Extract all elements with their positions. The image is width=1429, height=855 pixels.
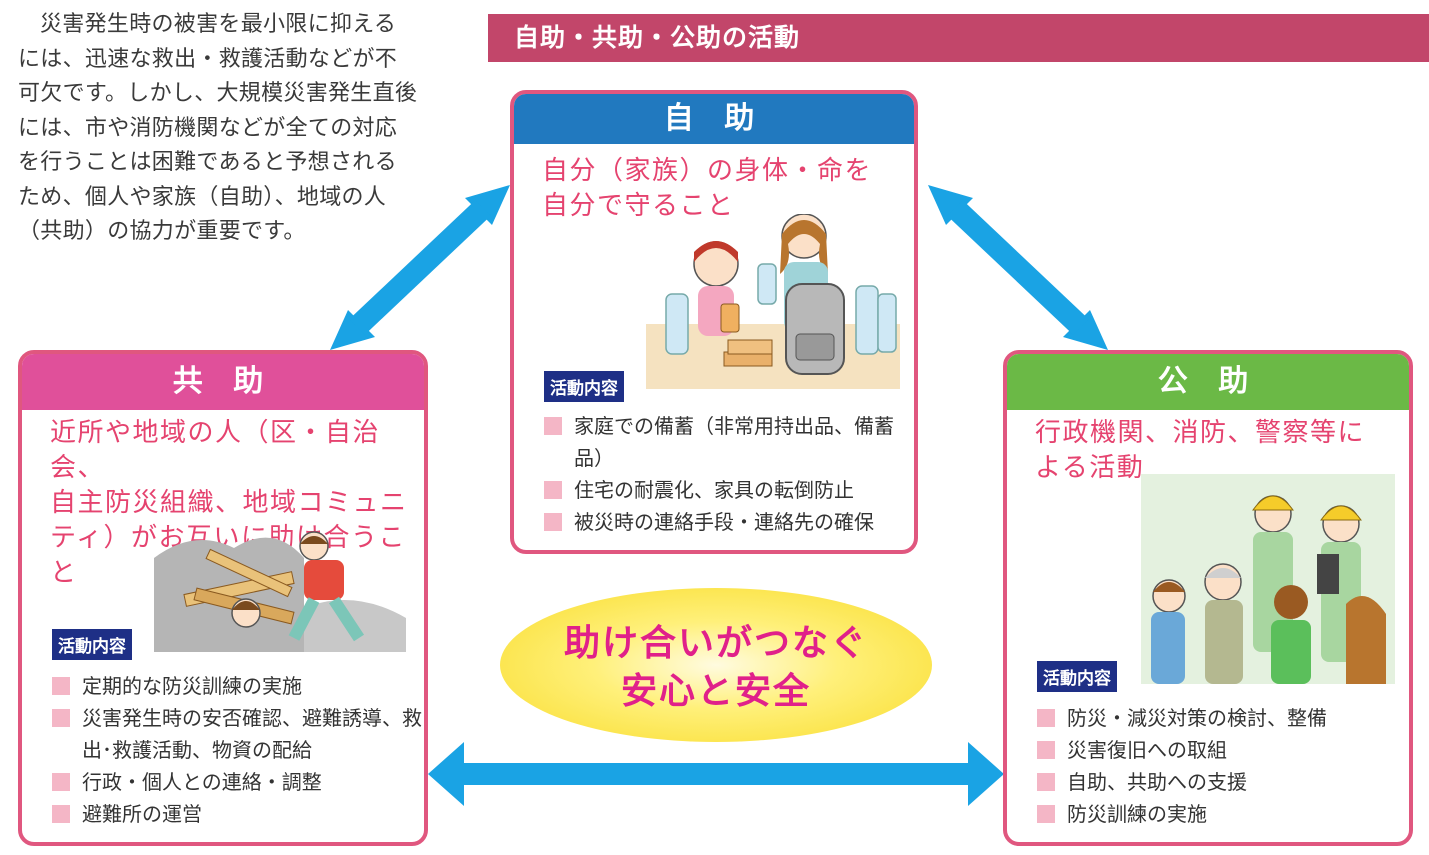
list-item-text: 避難所の運営 — [82, 802, 202, 826]
list-item-text: 住宅の耐震化、家具の転倒防止 — [574, 478, 854, 502]
kyojo-title: 共 助 — [22, 354, 424, 410]
bullet-square-icon — [1037, 773, 1055, 791]
family-preparedness-illustration — [646, 214, 900, 389]
list-item: 被災時の連絡手段・連絡先の確保 — [544, 506, 914, 538]
list-item: 行政・個人との連絡・調整 — [52, 766, 422, 798]
bullet-square-icon — [1037, 741, 1055, 759]
bullet-square-icon — [52, 805, 70, 823]
list-item-text: 被災時の連絡手段・連絡先の確保 — [574, 510, 874, 534]
intro-paragraph: 災害発生時の被害を最小限に抑えるには、迅速な救出・救護活動などが不可欠です。しか… — [18, 12, 418, 244]
bullet-square-icon — [1037, 709, 1055, 727]
list-item: 防災・減災対策の検討、整備 — [1037, 702, 1407, 734]
arrow-jijo-kojo — [928, 185, 1108, 350]
list-item: 定期的な防災訓練の実施 — [52, 670, 422, 702]
list-item-text: 定期的な防災訓練の実施 — [82, 674, 302, 698]
kojo-desc-line: よる活動 — [1035, 453, 1145, 483]
list-item-text: 行政・個人との連絡・調整 — [82, 770, 322, 794]
list-item-text: 家庭での備蓄（非常用持出品、備蓄品） — [574, 414, 894, 470]
kojo-activity-label: 活動内容 — [1037, 661, 1117, 692]
slogan-line: 助け合いがつなぐ — [563, 623, 868, 664]
kojo-title: 公 助 — [1007, 354, 1409, 410]
kyojo-activity-label: 活動内容 — [52, 629, 132, 660]
list-item: 住宅の耐震化、家具の転倒防止 — [544, 474, 914, 506]
arrow-kyojo-kojo — [428, 742, 1004, 806]
public-officials-illustration — [1141, 474, 1395, 684]
jijo-activity-list: 家庭での備蓄（非常用持出品、備蓄品） 住宅の耐震化、家具の転倒防止 被災時の連絡… — [544, 410, 914, 538]
list-item: 自助、共助への支援 — [1037, 766, 1407, 798]
list-item-text: 防災・減災対策の検討、整備 — [1067, 706, 1327, 730]
list-item-text: 災害発生時の安否確認、避難誘導、救出･救護活動、物資の配給 — [82, 706, 422, 762]
jijo-desc-line: 自分（家族）の身体・命を — [542, 156, 873, 186]
list-item: 避難所の運営 — [52, 798, 422, 830]
list-item: 災害復旧への取組 — [1037, 734, 1407, 766]
jijo-activity-label: 活動内容 — [544, 371, 624, 402]
arrow-kyojo-jijo — [330, 185, 510, 350]
jijo-card: 自 助 自分（家族）の身体・命を 自分で守ること 活動内容 家庭での備蓄（非常用… — [510, 90, 918, 554]
kojo-card: 公 助 行政機関、消防、警察等に よる活動 活動内容 防災・減災対策の検討、整備… — [1003, 350, 1413, 846]
bullet-square-icon — [1037, 805, 1055, 823]
bullet-square-icon — [544, 513, 562, 531]
kyojo-desc-line: 自主防災組織、地域コミュニ — [50, 488, 408, 518]
slogan-line: 安心と安全 — [620, 671, 811, 712]
kyojo-card: 共 助 近所や地域の人（区・自治会、 自主防災組織、地域コミュニ ティ）がお互い… — [18, 350, 428, 846]
kyojo-activity-list: 定期的な防災訓練の実施 災害発生時の安否確認、避難誘導、救出･救護活動、物資の配… — [52, 670, 422, 830]
list-item-text: 防災訓練の実施 — [1067, 802, 1207, 826]
bullet-square-icon — [544, 481, 562, 499]
bullet-square-icon — [52, 773, 70, 791]
kojo-description: 行政機関、消防、警察等に よる活動 — [1035, 416, 1405, 486]
list-item-text: 災害復旧への取組 — [1067, 738, 1227, 762]
bullet-square-icon — [544, 417, 562, 435]
rescue-illustration — [154, 531, 406, 652]
kyojo-desc-line: 近所や地域の人（区・自治会、 — [50, 418, 381, 483]
kojo-desc-line: 行政機関、消防、警察等に — [1035, 418, 1366, 448]
jijo-desc-line: 自分で守ること — [542, 191, 735, 221]
list-item: 家庭での備蓄（非常用持出品、備蓄品） — [544, 410, 914, 474]
bullet-square-icon — [52, 677, 70, 695]
list-item: 防災訓練の実施 — [1037, 798, 1407, 830]
bullet-square-icon — [52, 709, 70, 727]
center-slogan: 助け合いがつなぐ 安心と安全 — [500, 588, 932, 742]
list-item: 災害発生時の安否確認、避難誘導、救出･救護活動、物資の配給 — [52, 702, 422, 766]
jijo-title: 自 助 — [514, 94, 914, 144]
section-header: 自助・共助・公助の活動 — [488, 14, 1429, 62]
list-item-text: 自助、共助への支援 — [1067, 770, 1247, 794]
jijo-description: 自分（家族）の身体・命を 自分で守ること — [542, 154, 902, 224]
kojo-activity-list: 防災・減災対策の検討、整備 災害復旧への取組 自助、共助への支援 防災訓練の実施 — [1037, 702, 1407, 830]
